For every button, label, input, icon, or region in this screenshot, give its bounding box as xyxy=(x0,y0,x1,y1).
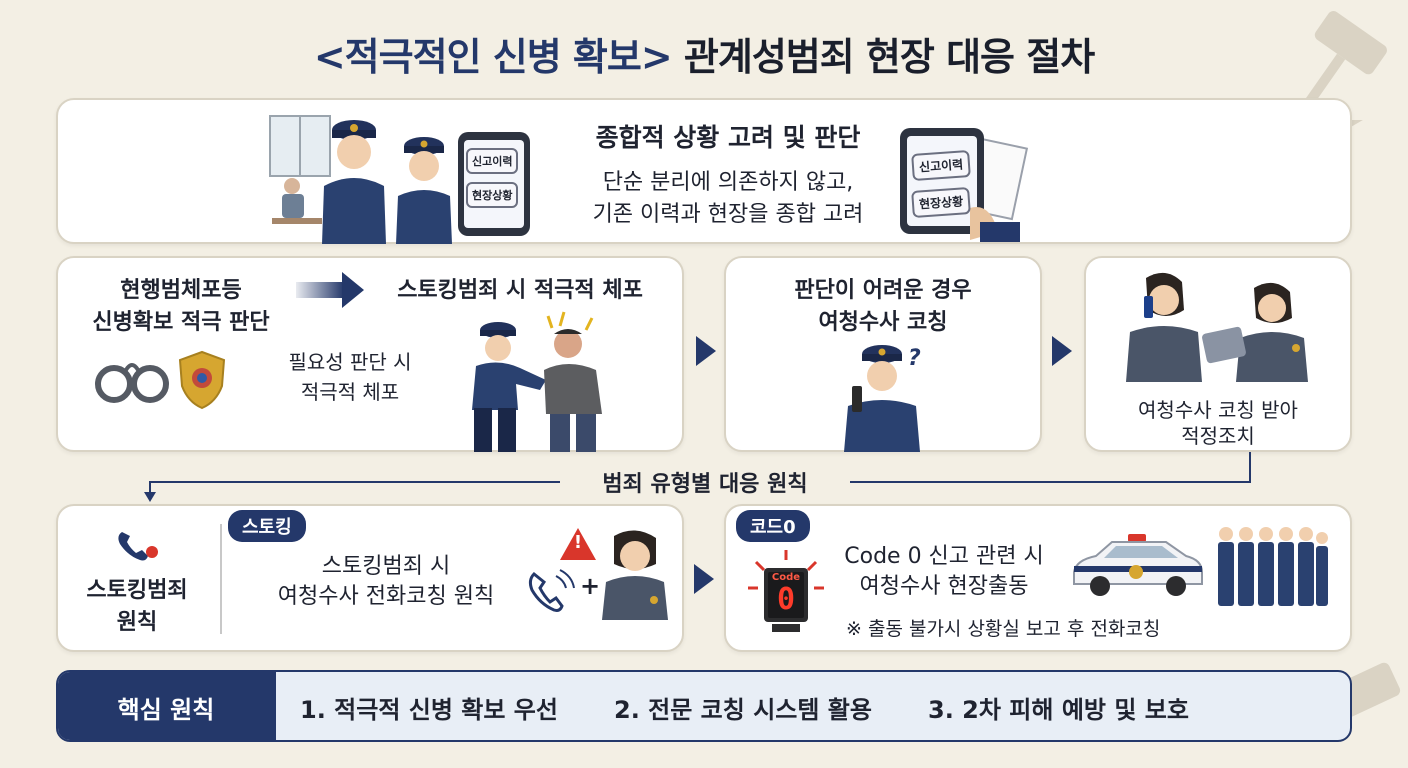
top-heading: 종합적 상황 고려 및 판단 xyxy=(595,123,861,152)
principle-item-1: 1. 적극적 신병 확보 우선 xyxy=(300,696,558,724)
step3-line2: 적정조치 xyxy=(1181,424,1255,448)
stalking-left-line1: 스토킹범죄 xyxy=(86,578,188,603)
tablet-label-report-history: 신고이력 xyxy=(466,148,519,174)
question-mark: ? xyxy=(908,346,921,371)
step1-left-line2: 신병확보 적극 판단 xyxy=(92,310,270,335)
right-tablet-label-scene-status: 현장상황 xyxy=(911,187,972,218)
plus-sign: + xyxy=(580,572,601,600)
divider-label: 범죄 유형별 대응 원칙 xyxy=(560,466,850,498)
step3-line1: 여청수사 코칭 받아 xyxy=(1138,398,1298,422)
stalking-left-line2: 원칙 xyxy=(116,610,158,635)
top-description-line1: 단순 분리에 의존하지 않고, xyxy=(602,170,854,195)
gradient-arrow-icon xyxy=(296,272,364,308)
tablet-screen-labels: 신고이력 현장상황 xyxy=(466,148,522,208)
stalking-tag: 스토킹 xyxy=(228,510,306,542)
stalking-line2: 여청수사 전화코칭 원칙 xyxy=(277,584,495,609)
step1-sub-line1: 필요성 판단 시 xyxy=(288,350,412,374)
flow-arrow-1 xyxy=(696,336,716,366)
top-description-line2: 기존 이력과 현장을 종합 고려 xyxy=(592,202,864,227)
title-main: 관계성범죄 현장 대응 절차 xyxy=(671,35,1095,79)
code0-device-label: Code xyxy=(771,572,801,583)
step1-sub-line2: 적극적 체포 xyxy=(300,380,400,404)
core-principles-label-bg xyxy=(58,672,276,740)
phone-call-icon xyxy=(118,532,158,561)
handcuffs-icon xyxy=(95,363,169,403)
warning-mark: ! xyxy=(573,532,583,553)
officer-squad-icon xyxy=(1218,527,1328,606)
principle-item-3: 3. 2차 피해 예방 및 보호 xyxy=(928,696,1189,724)
phone-ringing-icon xyxy=(528,569,575,612)
principle-item-2: 2. 전문 코칭 시스템 활용 xyxy=(614,696,872,724)
right-tablet-label-report-history: 신고이력 xyxy=(911,150,972,181)
code0-alarm-device-icon xyxy=(748,550,824,632)
police-car-icon xyxy=(1073,534,1203,596)
police-badge-icon xyxy=(178,350,226,410)
code0-device-value: 0 xyxy=(776,582,796,617)
officers-on-phone-icon xyxy=(1126,272,1308,382)
female-officer-icon xyxy=(602,530,668,620)
tablet-label-scene-status: 현장상황 xyxy=(466,182,519,208)
warning-triangle-icon xyxy=(560,528,596,560)
stalking-principle-card xyxy=(56,504,684,652)
step2-line1: 판단이 어려운 경우 xyxy=(794,278,972,303)
code0-line2: 여청수사 현장출동 xyxy=(859,574,1029,599)
flow-arrow-3 xyxy=(694,564,714,594)
step2-line2: 여청수사 코칭 xyxy=(818,310,948,335)
step1-right-heading: 스토킹범죄 시 적극적 체포 xyxy=(397,278,643,303)
officer-arresting-suspect-icon xyxy=(472,311,602,452)
stalking-line1: 스토킹범죄 시 xyxy=(321,554,451,579)
flow-arrow-2 xyxy=(1052,336,1072,366)
page-title: <적극적인 신병 확보> 관계성범죄 현장 대응 절차 xyxy=(0,26,1408,81)
right-tablet-labels: 신고이력 현장상황 xyxy=(911,150,978,218)
stalking-divider xyxy=(220,524,222,634)
code0-line1: Code 0 신고 관련 시 xyxy=(844,544,1044,569)
code0-tag: 코드0 xyxy=(736,510,810,542)
core-principles-bar xyxy=(56,670,1352,742)
core-principles-label: 핵심 원칙 xyxy=(117,696,215,724)
code0-note: ※ 출동 불가시 상황실 보고 후 전화코칭 xyxy=(846,618,1161,640)
title-accent: <적극적인 신병 확보> xyxy=(313,35,673,79)
step1-left-line1: 현행범체포등 xyxy=(120,278,242,303)
officer-with-radio-icon xyxy=(844,345,920,452)
